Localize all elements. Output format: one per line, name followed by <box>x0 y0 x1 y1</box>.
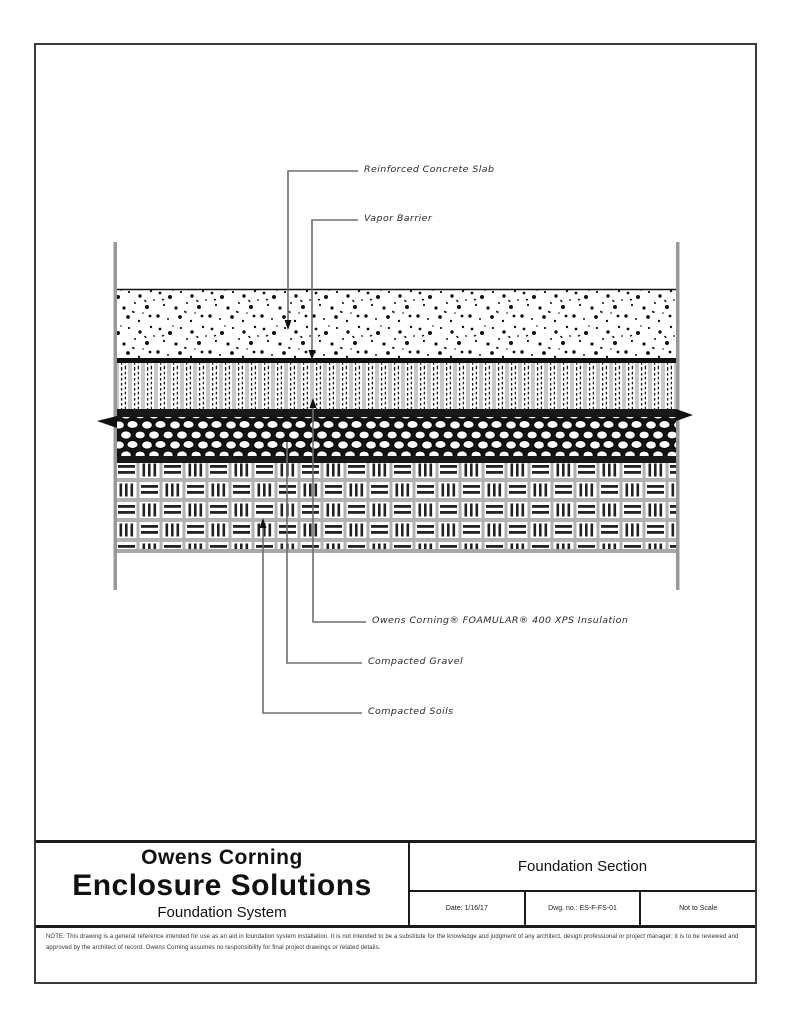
disclaimer-note: NOTE: This drawing is a general referenc… <box>46 934 739 951</box>
title-block: Owens Corning Enclosure Solutions Founda… <box>36 840 755 928</box>
compacted-soil-layer <box>117 463 676 549</box>
drawing-title: Foundation Section <box>410 843 755 892</box>
right-hatch-pennant <box>676 409 693 421</box>
title-block-brand: Owens Corning Enclosure Solutions Founda… <box>36 843 410 925</box>
scale-cell: Not to Scale <box>639 892 755 925</box>
callout-compacted-soils: Compacted Soils <box>368 706 454 717</box>
callout-vapor-barrier: Vapor Barrier <box>364 213 433 224</box>
leader-arrowheads <box>259 320 317 528</box>
concrete-slab-layer <box>117 289 676 358</box>
callout-reinforced-concrete-slab: Reinforced Concrete Slab <box>364 164 495 175</box>
gravel-layer <box>117 417 676 456</box>
left-hatch-pennant <box>97 416 117 428</box>
title-block-right: Foundation Section Date: 1/16/17 Dwg. no… <box>410 843 755 925</box>
xps-insulation-layer <box>117 363 676 409</box>
gravel-bottom-band <box>117 456 676 463</box>
left-form-line <box>113 242 117 590</box>
gravel-top-band <box>117 409 676 417</box>
brand-foundation-system: Foundation System <box>157 903 287 921</box>
callout-xps-insulation: Owens Corning® FOAMULAR® 400 XPS Insulat… <box>372 615 629 626</box>
drawing-number-cell: Dwg. no.: ES-F-FS-01 <box>523 892 640 925</box>
date-cell: Date: 1/16/17 <box>445 905 488 912</box>
title-block-info-row: Date: 1/16/17 Dwg. no.: ES-F-FS-01 Not t… <box>410 892 755 925</box>
brand-enclosure-solutions: Enclosure Solutions <box>72 869 372 903</box>
brand-owens-corning: Owens Corning <box>141 846 303 870</box>
soil-bottom-edge <box>117 549 676 553</box>
callout-compacted-gravel: Compacted Gravel <box>368 656 463 667</box>
vapor-barrier-line <box>117 358 676 363</box>
callout-leader-lines <box>262 170 366 714</box>
